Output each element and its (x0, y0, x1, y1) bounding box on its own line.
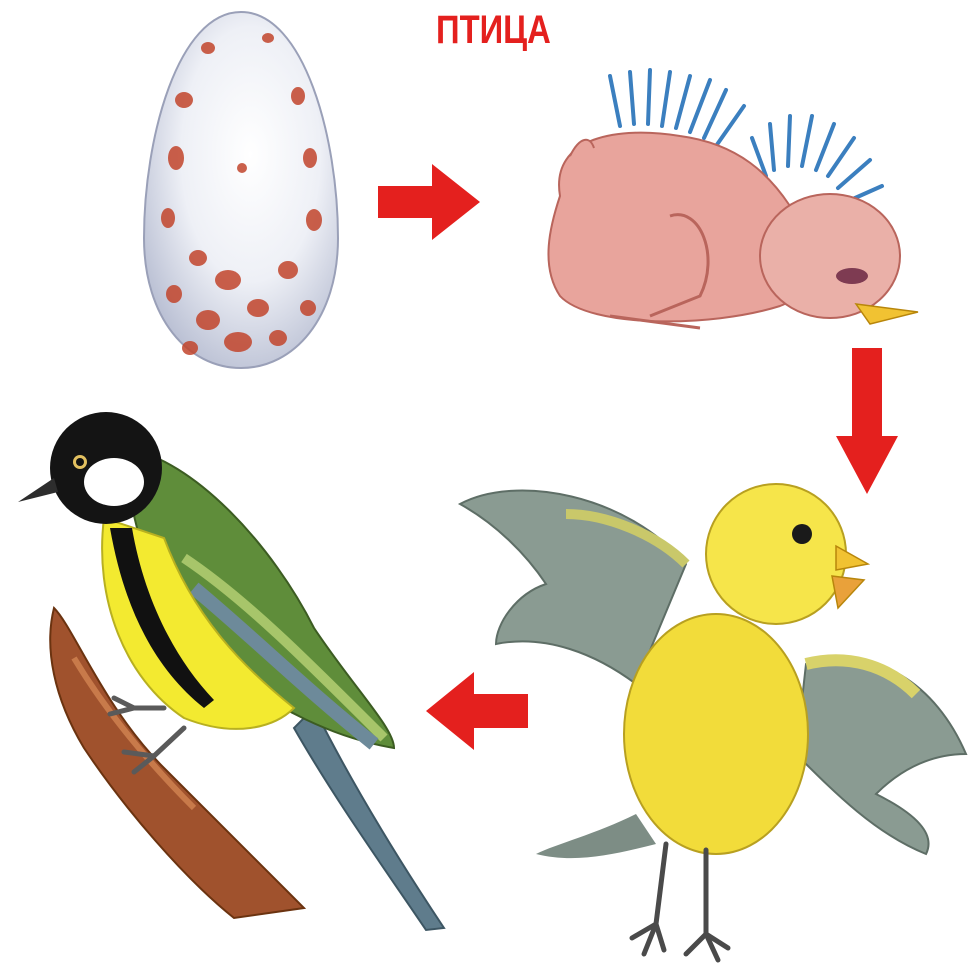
diagram-title: ПТИЦА (436, 8, 551, 53)
yellow-fledgling-icon (456, 454, 970, 970)
stage-fledgling (456, 454, 970, 970)
stage-hatchling (530, 66, 922, 336)
arrow-right (376, 162, 482, 242)
speckled-egg-icon (138, 8, 344, 374)
stage-adult (14, 408, 454, 932)
great-tit-adult-bird-icon (14, 408, 454, 932)
stage-egg (138, 8, 344, 374)
hatchling-chick-icon (530, 66, 922, 336)
